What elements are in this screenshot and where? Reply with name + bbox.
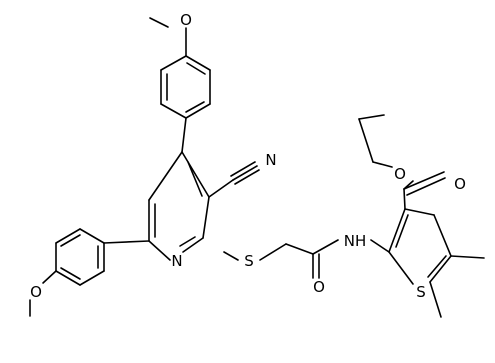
atom-label-n: N bbox=[171, 252, 182, 270]
methyl-groups bbox=[429, 255, 485, 318]
atom-label-s: S bbox=[416, 283, 426, 301]
atom-label-o: O bbox=[394, 165, 406, 183]
methoxy-group-left bbox=[29, 270, 57, 317]
thioacetamide-linker bbox=[223, 239, 390, 279]
atom-label-o: O bbox=[30, 283, 42, 301]
anisyl-ring-left bbox=[55, 228, 105, 286]
anisyl-ring-top bbox=[160, 55, 211, 119]
methoxy-group-top bbox=[149, 17, 187, 57]
atom-label-n: N bbox=[265, 151, 276, 169]
pyridine-ring bbox=[148, 151, 210, 261]
bond-ring-to-pyridine bbox=[181, 117, 187, 153]
atom-label-nh: NH bbox=[344, 232, 367, 250]
atom-label-o: O bbox=[454, 175, 466, 193]
atom-label-o: O bbox=[313, 278, 325, 296]
ethyl-ester-group bbox=[358, 114, 446, 210]
bond-pyridine-to-ring-left bbox=[103, 240, 150, 244]
atom-label-s: S bbox=[244, 252, 254, 270]
nitrile-group bbox=[208, 161, 260, 198]
thiophene-ring bbox=[388, 208, 452, 285]
atom-label-o: O bbox=[180, 11, 192, 29]
